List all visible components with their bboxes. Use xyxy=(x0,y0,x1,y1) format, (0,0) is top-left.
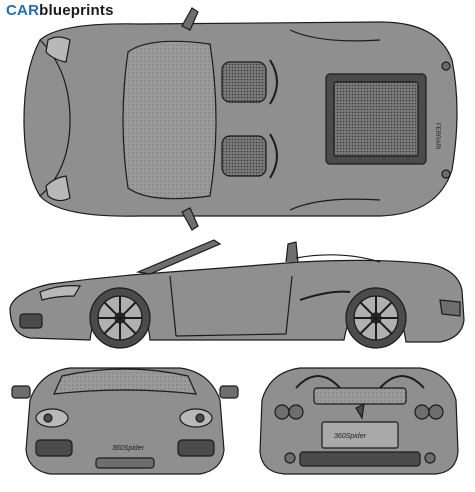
side-rollbar xyxy=(285,241,299,263)
front-mirror-left xyxy=(11,385,31,399)
top-headlight-left xyxy=(45,36,71,63)
front-badge: 360Spider xyxy=(112,445,145,452)
side-view xyxy=(9,239,465,349)
side-headlight xyxy=(39,285,82,301)
side-front-wheel xyxy=(89,287,151,349)
side-windshield xyxy=(135,239,222,275)
rear-badge: 360Spider xyxy=(334,433,367,440)
logo-site: blueprints xyxy=(39,2,114,19)
engine-cover-badge: FERRARI xyxy=(434,123,440,150)
top-headlight-right xyxy=(45,175,71,202)
top-view: FERRARI xyxy=(23,7,458,231)
rear-taillight-left-outer xyxy=(274,404,290,420)
top-seat-left xyxy=(221,61,267,103)
front-view: 360Spider xyxy=(11,367,239,475)
rear-taillight-right-outer xyxy=(428,404,444,420)
top-seat-right xyxy=(221,135,267,177)
rear-view: 360Spider xyxy=(259,367,459,475)
top-mirror-left xyxy=(181,7,199,31)
front-view-body xyxy=(25,367,225,475)
front-mirror-right xyxy=(219,385,239,399)
top-mirror-right xyxy=(181,207,199,231)
logo-brand: CAR xyxy=(6,2,40,19)
rear-view-body xyxy=(259,367,459,475)
front-windshield xyxy=(53,368,197,395)
side-rear-wheel xyxy=(345,287,407,349)
top-windshield xyxy=(122,40,217,200)
site-logo: CARblueprints xyxy=(6,2,114,19)
